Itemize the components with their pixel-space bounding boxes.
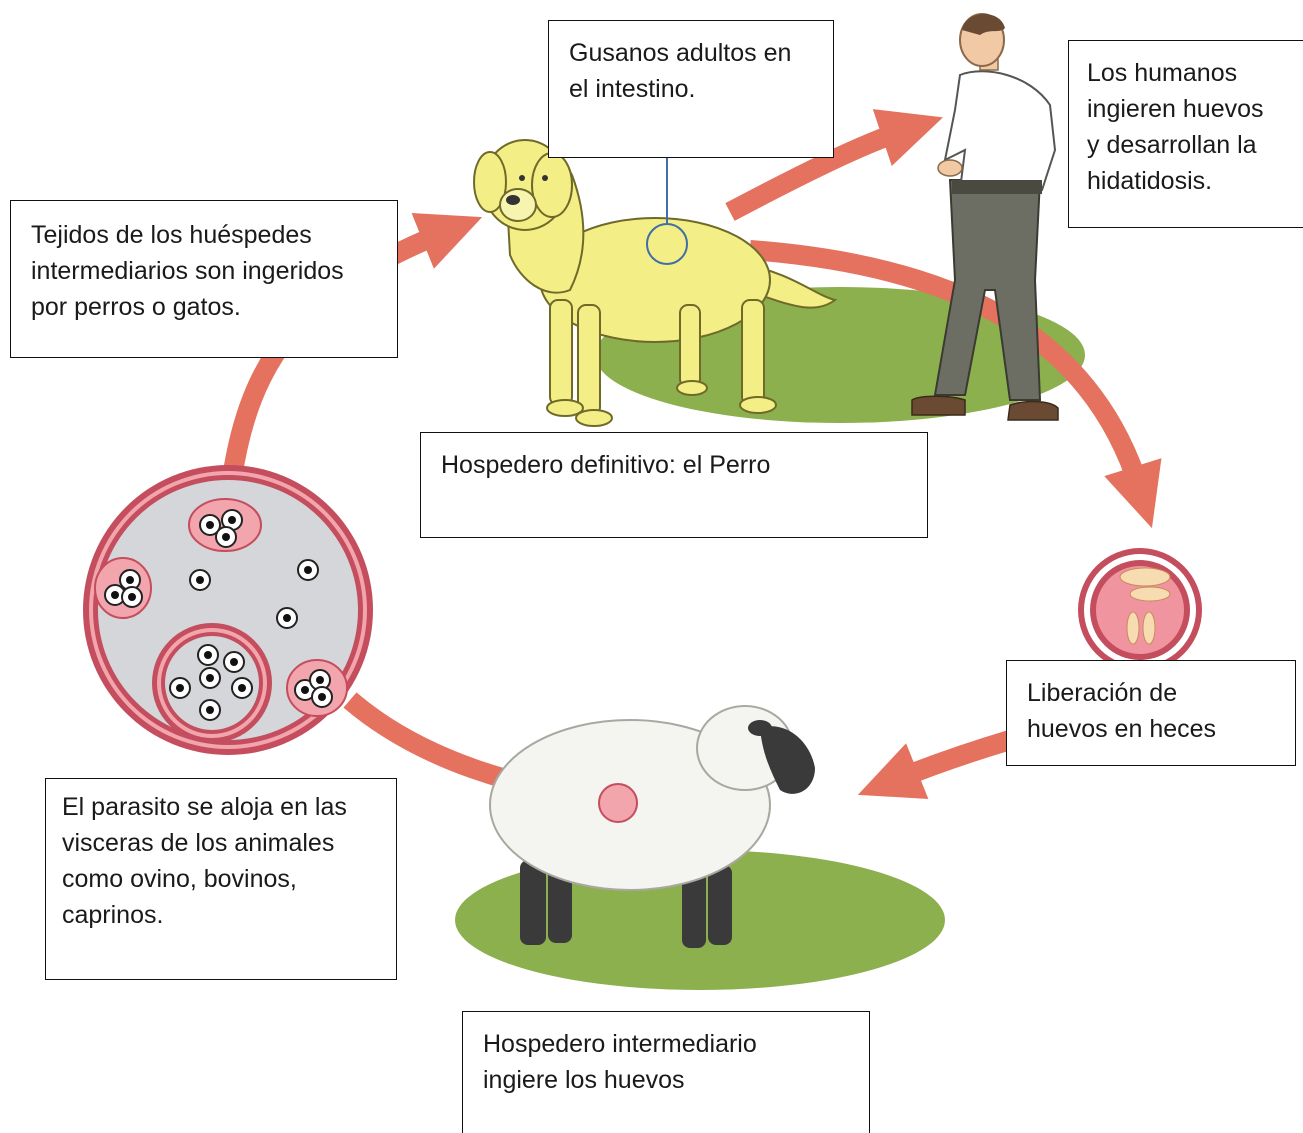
label-parasite-viscera: El parasito se aloja en las visceras de … xyxy=(45,778,397,980)
label-egg-release: Liberación de huevos en heces xyxy=(1006,660,1296,766)
arrow-egg-to-sheep xyxy=(857,730,1013,799)
label-intermediate-host: Hospedero intermediario ingiere los huev… xyxy=(462,1011,870,1133)
viscera-cyst-marker-icon xyxy=(598,783,638,823)
arrow-dog-to-human xyxy=(725,109,943,221)
human-illustration xyxy=(911,13,1059,421)
egg-icon xyxy=(1078,548,1202,672)
label-adult-worms: Gusanos adultos en el intestino. xyxy=(548,20,834,158)
dog-illustration xyxy=(473,139,838,427)
label-definitive-host: Hospedero definitivo: el Perro xyxy=(420,432,928,538)
label-humans: Los humanos ingieren huevos y desarrolla… xyxy=(1068,40,1303,228)
hydatid-cyst-icon xyxy=(83,465,373,755)
label-tissues: Tejidos de los huéspedes intermediarios … xyxy=(10,200,398,358)
